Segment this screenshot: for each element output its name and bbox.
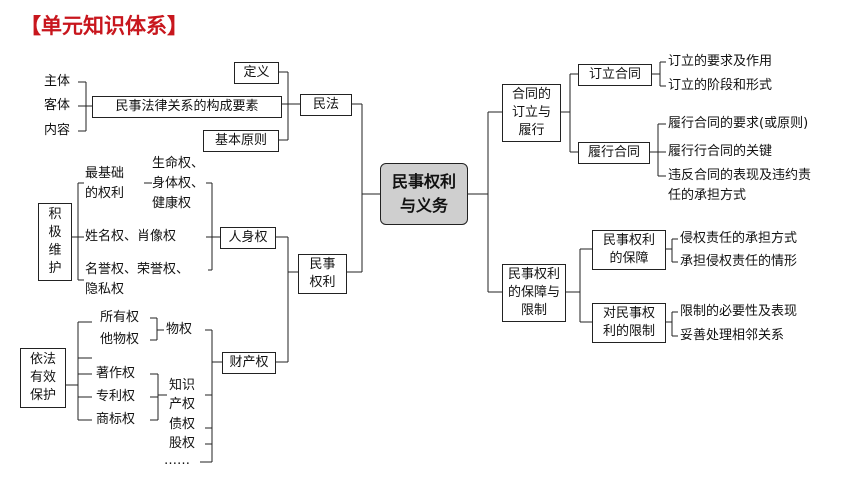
page-title: 【单元知识体系】 xyxy=(20,14,188,38)
node-minshi-quanli: 民事 权利 xyxy=(298,254,347,294)
item-suoyouquan: 所有权 xyxy=(100,310,140,325)
node-caichanquan: 财产权 xyxy=(222,352,276,374)
node-minshi-baozhang-line1: 民事权利 xyxy=(602,233,655,248)
yifa-line2: 有效 xyxy=(29,370,56,385)
node-quanli-xianzhi-line2: 利的限制 xyxy=(602,324,655,339)
item-zuijichu-line2: 的权利 xyxy=(85,186,125,201)
node-minshi-baozhang: 民事权利 的保障 xyxy=(592,230,666,270)
node-minshi-quanli-line1: 民事 xyxy=(309,257,336,272)
center-topic-line2: 与义务 xyxy=(399,196,448,215)
node-quanli-xianzhi: 对民事权 利的限制 xyxy=(592,303,666,343)
node-hetong-line3: 履行 xyxy=(518,123,545,138)
center-topic: 民事权利 与义务 xyxy=(380,163,468,225)
element-keti: 客体 xyxy=(44,98,71,113)
item-shenti: 身体权、 xyxy=(152,176,205,191)
item-qinquan-qingxing: 承担侵权责任的情形 xyxy=(680,254,798,269)
item-qinquan-fangshi: 侵权责任的承担方式 xyxy=(680,231,798,246)
node-minfa: 民法 xyxy=(300,94,352,116)
item-xingming-xiaoxiang: 姓名权、肖像权 xyxy=(85,229,177,244)
item-dingli-jieduan: 订立的阶段和形式 xyxy=(668,78,773,93)
item-yinsi: 隐私权 xyxy=(85,282,125,297)
jiji-char-3: 维 xyxy=(48,243,62,258)
center-topic-line1: 民事权利 xyxy=(391,172,456,191)
item-zhishi: 知识 xyxy=(169,378,196,393)
jiji-char-2: 极 xyxy=(48,225,62,240)
item-chanquan: 产权 xyxy=(169,397,196,412)
node-quanli-xianzhi-line1: 对民事权 xyxy=(602,306,655,321)
yifa-line3: 保护 xyxy=(29,388,56,403)
node-yifa-baohu: 依法 有效 保护 xyxy=(20,348,66,408)
item-weiyue-line1: 违反合同的表现及违约责 xyxy=(668,168,812,183)
node-lvxing-hetong: 履行合同 xyxy=(578,142,650,164)
item-tawuquan: 他物权 xyxy=(100,332,140,347)
item-zuijichu-line1: 最基础 xyxy=(85,166,125,181)
item-shangbiaoquan: 商标权 xyxy=(96,412,136,427)
item-guquan: 股权 xyxy=(169,436,196,451)
node-hetong-line1: 合同的 xyxy=(511,87,551,102)
item-dingli-yaoqiu: 订立的要求及作用 xyxy=(668,54,773,69)
item-xianglin-guanxi: 妥善处理相邻关系 xyxy=(680,328,785,343)
item-wuquan: 物权 xyxy=(166,322,193,337)
node-jiben-yuanze: 基本原则 xyxy=(203,130,279,152)
node-dingli-hetong: 订立合同 xyxy=(578,64,652,86)
item-lvxing-guanjian: 履行行合同的关键 xyxy=(668,144,773,159)
node-hetong-line2: 订立与 xyxy=(511,105,551,120)
node-renshenquan: 人身权 xyxy=(220,227,276,249)
node-goucheng-yaosu: 民事法律关系的构成要素 xyxy=(92,96,282,118)
node-minshi-quanli-line2: 权利 xyxy=(309,275,336,290)
item-weiyue-line2: 任的承担方式 xyxy=(668,188,747,203)
node-minshi-baozhang-line2: 的保障 xyxy=(609,251,649,266)
jiji-char-1: 积 xyxy=(48,207,62,222)
node-baozhang-line1: 民事权利 xyxy=(507,267,560,282)
item-zhuzuoquan: 著作权 xyxy=(96,366,136,381)
node-baozhang-xianzhi: 民事权利 的保障与 限制 xyxy=(502,264,566,322)
item-zhaiquan: 债权 xyxy=(169,417,196,432)
item-ellipsis: …… xyxy=(164,453,190,468)
item-shengming: 生命权、 xyxy=(152,156,205,171)
node-dingyi: 定义 xyxy=(234,62,279,84)
item-mingyu-rongyu: 名誉权、荣誉权、 xyxy=(85,262,190,277)
node-jiji-weihu: 积 极 维 护 xyxy=(38,203,72,281)
element-neirong: 内容 xyxy=(44,123,71,138)
node-baozhang-line2: 的保障与 xyxy=(507,285,560,300)
item-lvxing-yaoqiu: 履行合同的要求(或原则) xyxy=(668,116,809,131)
item-jiankang: 健康权 xyxy=(152,196,192,211)
item-xianzhi-biyaoxing: 限制的必要性及表现 xyxy=(680,304,798,319)
item-zhuanliquan: 专利权 xyxy=(96,389,136,404)
yifa-line1: 依法 xyxy=(29,352,56,367)
jiji-char-4: 护 xyxy=(48,261,62,276)
element-zhuti: 主体 xyxy=(44,74,71,89)
node-baozhang-line3: 限制 xyxy=(520,303,547,318)
node-hetong: 合同的 订立与 履行 xyxy=(502,84,561,142)
